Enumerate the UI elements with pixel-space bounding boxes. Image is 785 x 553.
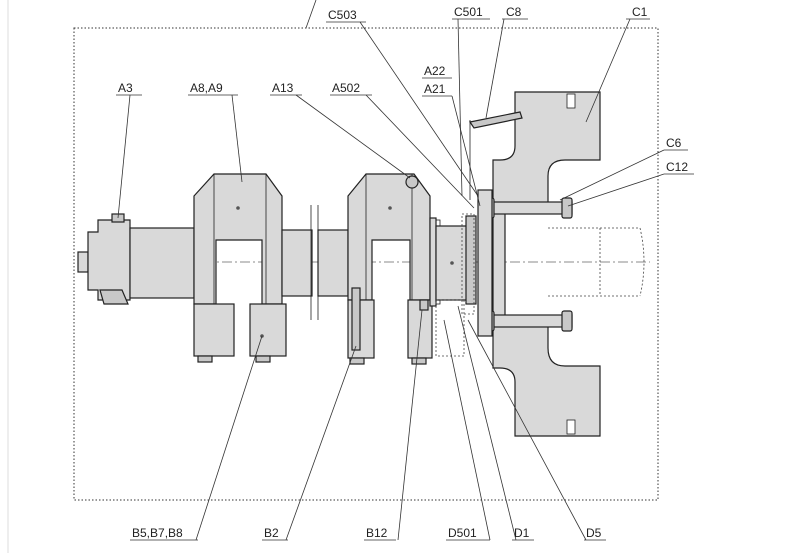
- label-b2: B2: [264, 526, 279, 540]
- boundary-frame: [73, 27, 659, 501]
- label-b12: B12: [366, 526, 388, 540]
- label-c1: C1: [632, 5, 648, 19]
- label-c8: C8: [506, 5, 522, 19]
- label-c503: C503: [328, 8, 357, 22]
- label-c501: C501: [454, 5, 483, 19]
- label-a3: A3: [118, 81, 133, 95]
- label-d5: D5: [586, 526, 602, 540]
- flywheel-c1: [492, 91, 645, 437]
- label-d501: D501: [448, 526, 477, 540]
- coupling-flange: [469, 111, 523, 337]
- label-b5-b7-b8: B5,B7,B8: [132, 526, 183, 540]
- label-a22: A22: [424, 64, 446, 78]
- label-d1: D1: [514, 526, 530, 540]
- crankshaft: [77, 173, 477, 365]
- label-c12: C12: [666, 160, 688, 174]
- label-a502: A502: [332, 81, 360, 95]
- label-a13: A13: [272, 81, 294, 95]
- bolts-c6-c12: [483, 197, 573, 332]
- leader-lines: [116, 0, 694, 541]
- label-c6: C6: [666, 136, 682, 150]
- label-a8-a9: A8,A9: [190, 81, 223, 95]
- callout-labels: A3 A8,A9 A13 A502 C503 C501 C8 C1 A22 A2…: [118, 5, 688, 540]
- label-a21: A21: [424, 82, 446, 96]
